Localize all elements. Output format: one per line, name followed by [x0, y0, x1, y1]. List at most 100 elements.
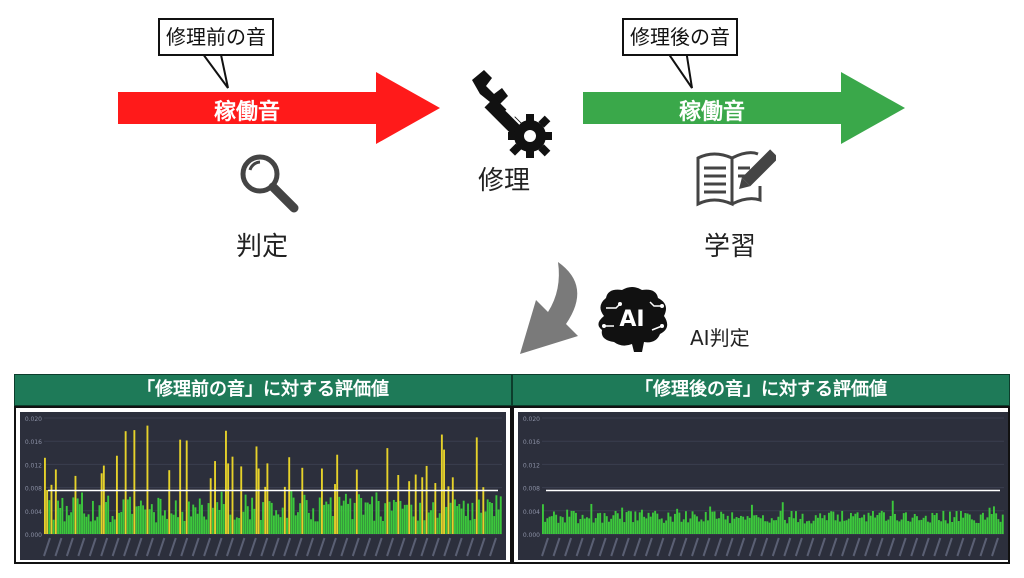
x-tick-mark [725, 537, 734, 557]
chart-bar [803, 523, 806, 534]
chart-bar [720, 511, 723, 534]
y-tick-label: 0.004 [25, 509, 42, 516]
chart-bar [301, 467, 304, 534]
x-tick-mark [587, 537, 596, 557]
x-tick-mark [841, 537, 849, 557]
chart-bar [955, 511, 958, 534]
chart-bar [425, 465, 428, 534]
chart-bar [588, 518, 591, 534]
chart-bar [616, 513, 619, 534]
x-tick-mark [644, 537, 653, 557]
x-tick-mark [351, 537, 360, 557]
chart-bar [575, 512, 577, 534]
chart-bar [964, 513, 967, 534]
chart-bar [190, 516, 192, 534]
x-tick-mark [967, 537, 976, 557]
chart-bar [854, 513, 857, 534]
x-tick-mark [226, 537, 234, 557]
x-tick-mark [656, 537, 665, 557]
chart-bar [572, 510, 575, 534]
chart-bar [718, 518, 720, 534]
chart-bar [331, 516, 334, 534]
chart-bar [91, 500, 94, 534]
x-tick-mark [168, 537, 177, 557]
chart-bar [801, 513, 804, 534]
after-arrow [583, 72, 905, 144]
x-tick-mark [691, 537, 699, 557]
chart-bar [905, 512, 907, 534]
chart-bar [183, 520, 186, 534]
chart-bar [740, 515, 742, 534]
chart-bar [399, 500, 402, 534]
chart-bar [456, 506, 459, 534]
x-tick-mark [180, 537, 189, 557]
chart-bar [583, 518, 586, 534]
chart-bar [872, 511, 874, 534]
x-tick-mark [386, 537, 395, 557]
chart-bar [663, 522, 665, 534]
chart-bar [942, 510, 945, 534]
y-tick-label: 0.012 [25, 462, 42, 469]
chart-bar [270, 502, 273, 534]
chart-bar [654, 510, 657, 534]
x-tick-mark [65, 537, 74, 557]
chart-bar [131, 513, 134, 534]
chart-bar [792, 518, 795, 534]
curved-arrow-icon [520, 262, 578, 354]
chart-bar [135, 506, 138, 534]
before-callout: 修理前の音 [158, 18, 274, 56]
x-tick-mark [748, 537, 757, 557]
chart-bar [649, 516, 652, 534]
chart-bar [63, 521, 66, 534]
ai-brain-icon: AI [598, 287, 668, 352]
chart-bar [449, 502, 452, 534]
magnifier-icon [240, 154, 299, 213]
x-tick-mark [420, 537, 429, 557]
chart-bar [353, 502, 356, 534]
chart-bar [373, 520, 376, 534]
chart-bar [667, 512, 670, 534]
chart-bar [550, 516, 553, 534]
chart-bar [810, 523, 813, 534]
chart-bar [931, 512, 934, 534]
x-tick-mark [910, 537, 919, 557]
chart-bar [733, 518, 736, 534]
chart-bar [358, 494, 360, 534]
x-tick-mark [306, 537, 314, 557]
x-tick-mark [77, 537, 86, 557]
chart-bar [299, 503, 302, 534]
chart-bar [786, 523, 789, 534]
x-tick-mark [54, 537, 63, 557]
chart-bar [960, 511, 962, 534]
chart-bar [856, 512, 859, 534]
chart-bar [687, 522, 690, 534]
x-tick-mark [111, 537, 120, 557]
chart-bar [102, 465, 105, 534]
chart-bar [883, 512, 885, 534]
x-tick-mark [552, 537, 561, 557]
chart-bar [133, 430, 136, 534]
chart-bar [194, 507, 197, 534]
chart-bar [499, 496, 502, 534]
chart-bar [891, 500, 894, 534]
x-tick-mark [598, 537, 607, 557]
chart-bar [821, 518, 824, 534]
chart-bar [115, 455, 118, 534]
chart-bar [544, 521, 547, 534]
chart-bar [762, 515, 764, 534]
chart-bar [911, 517, 914, 534]
chart-bar [975, 522, 978, 534]
chart-bar [627, 510, 630, 534]
chart-bar [634, 511, 637, 534]
chart-bar [148, 509, 151, 534]
chart-bar [885, 520, 888, 534]
chart-bar [266, 463, 269, 534]
chart-bar [244, 494, 247, 534]
chart-bar [85, 516, 88, 534]
chart-bar [454, 499, 456, 534]
chart-bar [98, 505, 101, 534]
chart-bar [735, 517, 738, 534]
chart-bar [603, 513, 606, 534]
chart-bar [179, 439, 182, 534]
